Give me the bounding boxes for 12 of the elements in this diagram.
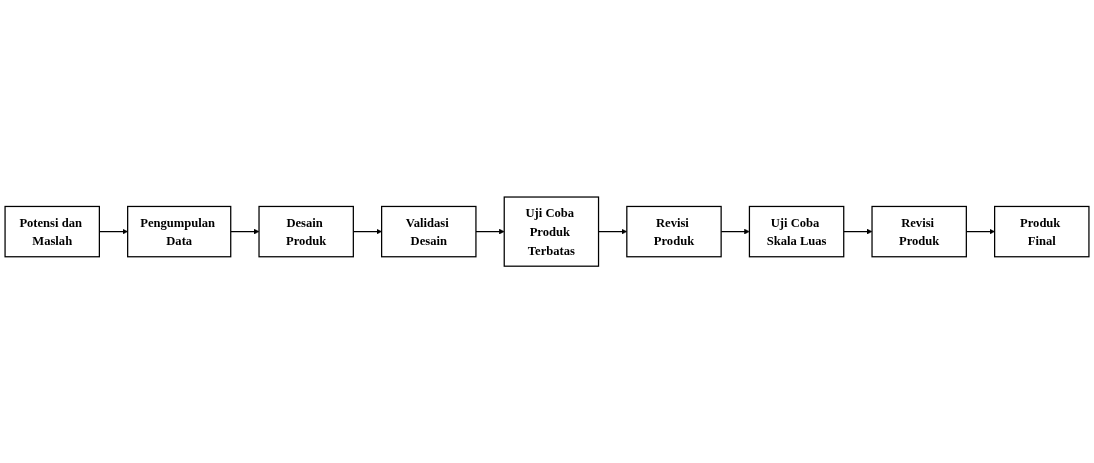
node-box: Desain Produk — [258, 205, 354, 258]
node-box: Produk Final — [994, 205, 1090, 258]
node-box: Revisi Produk — [871, 205, 967, 258]
node-box: Validasi Desain — [381, 205, 477, 258]
arrow — [230, 228, 260, 235]
arrow — [475, 228, 505, 235]
arrow — [843, 228, 873, 235]
node-box: Pengumpulan Data — [127, 205, 232, 258]
node-box: Revisi Produk — [626, 205, 722, 258]
node-box: Potensi dan Maslah — [4, 205, 100, 258]
node-box: Uji Coba Produk Terbatas — [503, 196, 600, 267]
node-box: Uji Coba Skala Luas — [748, 205, 845, 258]
